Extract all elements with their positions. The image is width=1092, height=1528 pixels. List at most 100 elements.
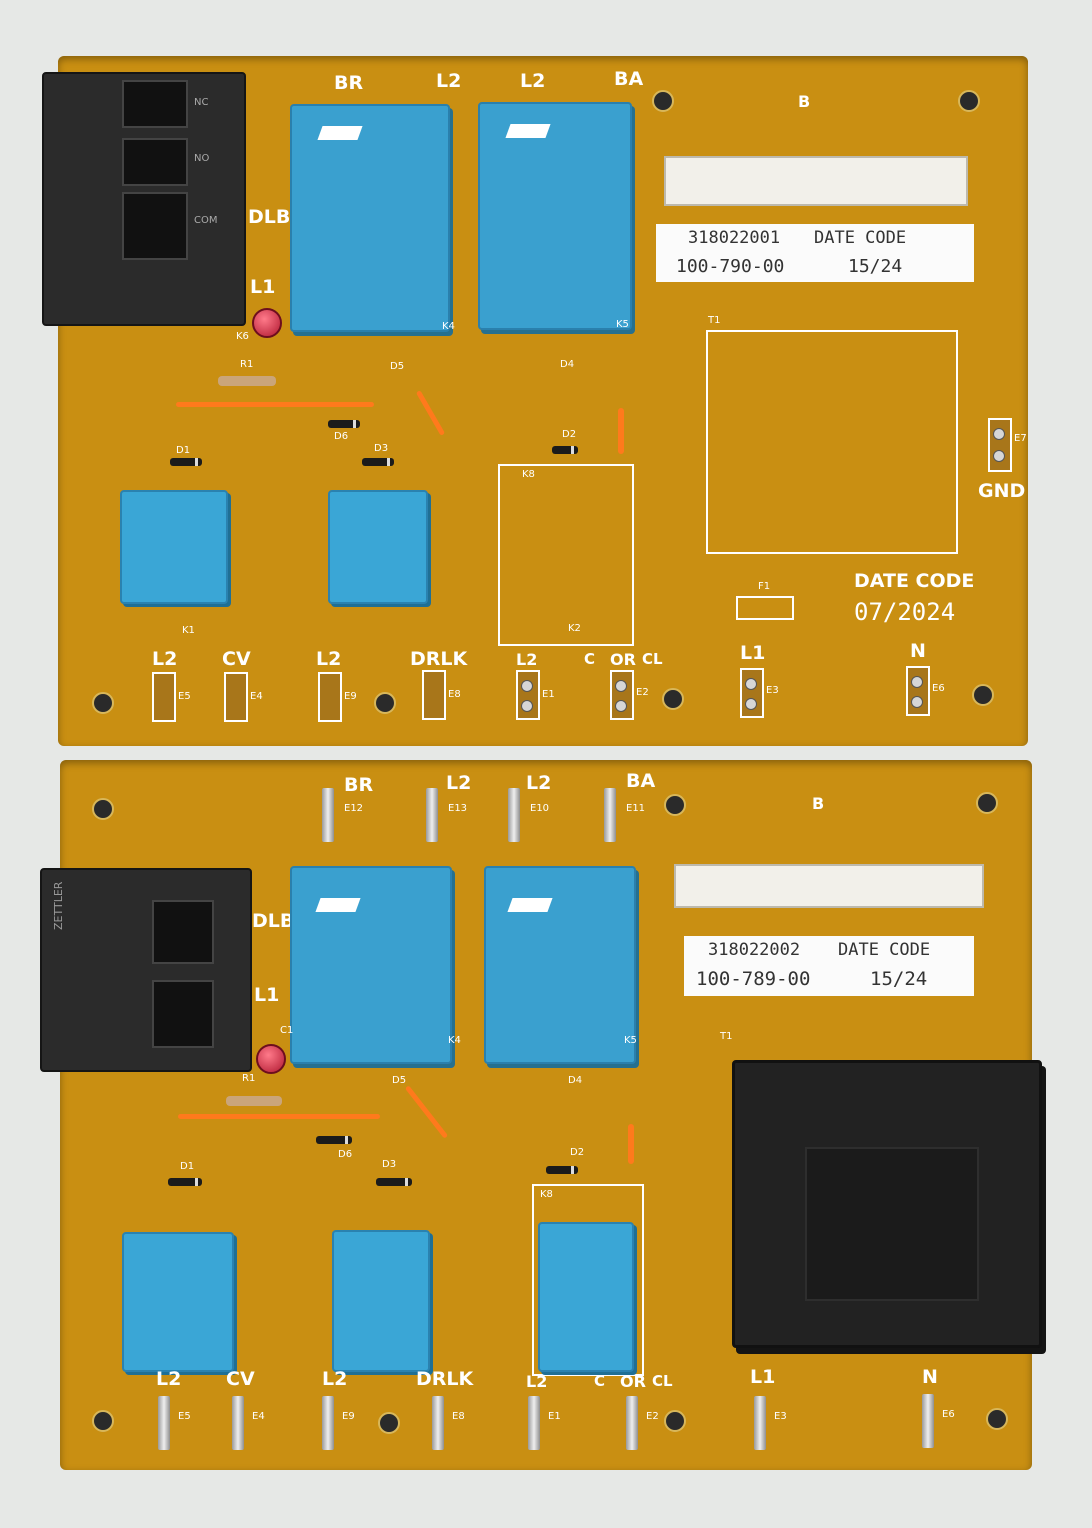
pin-header-connector (674, 864, 984, 908)
terminal-e1 (516, 670, 540, 720)
ref-e4: E4 (250, 691, 263, 702)
diode-d1 (170, 458, 202, 466)
terminal-label-c: C (594, 1372, 606, 1390)
terminal-label-l1: L1 (750, 1366, 776, 1388)
relay-k2 (538, 1222, 634, 1372)
terminal-label-l2: L2 (152, 648, 178, 670)
ref-d6: D6 (338, 1149, 353, 1160)
ref-k1: K1 (182, 625, 195, 636)
mounting-hole (662, 688, 684, 710)
ref-d5: D5 (392, 1075, 407, 1086)
terminal-label-cv: CV (226, 1368, 255, 1390)
relay-logo-icon (505, 124, 551, 138)
ref-k6: K6 (236, 331, 249, 342)
relay-footprint-k8 (532, 1184, 644, 1376)
sticker-date-code-label: DATE CODE (838, 940, 931, 960)
silk-dlb: DLB (252, 910, 295, 932)
ref-r1: R1 (240, 359, 254, 370)
capacitor-c1 (256, 1044, 286, 1074)
pcb-trace (628, 1124, 634, 1164)
terminal-label-l2: L2 (322, 1368, 348, 1390)
terminal-label-l2: L2 (526, 772, 552, 794)
terminal-label-drlk: DRLK (416, 1368, 474, 1390)
transformer-footprint-t1 (706, 330, 958, 554)
ref-e4: E4 (252, 1411, 265, 1422)
mounting-hole (92, 692, 114, 714)
silk-date-code-value: 07/2024 (854, 598, 956, 626)
pcb-board-bottom: BR L2 L2 BA E12 E13 E10 E11 ZETTLER DLB … (40, 760, 1042, 1470)
ref-e11: E11 (626, 803, 646, 814)
silk-dlb: DLB (248, 206, 291, 228)
terminal-label-cl: CL (652, 1372, 673, 1390)
relay-k5 (484, 866, 636, 1064)
ref-e13: E13 (448, 803, 468, 814)
ref-d1: D1 (176, 445, 191, 456)
terminal-label-l2: L2 (436, 70, 462, 92)
ref-e8: E8 (452, 1411, 465, 1422)
terminal-e8 (422, 670, 446, 720)
ref-e1: E1 (542, 689, 555, 700)
spade-terminal-e6 (922, 1394, 934, 1448)
terminal-label-l2: L2 (520, 70, 546, 92)
sticker-date: 15/24 (848, 256, 903, 277)
ref-d4: D4 (560, 359, 575, 370)
mounting-hole (958, 90, 980, 112)
ref-d2: D2 (562, 429, 577, 440)
sticker-date: 15/24 (870, 968, 928, 990)
ref-e10: E10 (530, 803, 550, 814)
relay-terminal-nc (122, 80, 188, 128)
ref-d5: D5 (390, 361, 405, 372)
terminal-label-drlk: DRLK (410, 648, 468, 670)
terminal-label-n: N (922, 1366, 938, 1388)
spade-terminal-e11 (604, 788, 616, 842)
spade-terminal-e13 (426, 788, 438, 842)
diode-d2 (552, 446, 578, 454)
sticker-part-number: 318022002 (708, 940, 801, 960)
terminal-label-n: N (910, 640, 926, 662)
sticker-model-number: 100-789-00 (696, 968, 811, 990)
relay-k7 (332, 1230, 430, 1372)
terminal-e6 (906, 666, 930, 716)
ref-k8: K8 (540, 1189, 553, 1200)
terminal-e3 (740, 668, 764, 718)
relay-contact-label: NO (194, 153, 210, 164)
terminal-label-cv: CV (222, 648, 251, 670)
diode-d6 (316, 1136, 352, 1144)
ref-d3: D3 (374, 443, 389, 454)
diode-d2 (546, 1166, 578, 1174)
pin-header-connector (664, 156, 968, 206)
relay-terminal (152, 900, 214, 964)
black-power-relay: NC NO COM (42, 72, 246, 326)
terminal-label-or: OR (620, 1372, 646, 1391)
ref-k5: K5 (616, 319, 629, 330)
ref-k4: K4 (442, 321, 455, 332)
diode-d3 (362, 458, 394, 466)
mounting-hole (986, 1408, 1008, 1430)
ref-r1: R1 (242, 1073, 256, 1084)
terminal-e9 (318, 672, 342, 722)
spade-terminal-e5 (158, 1396, 170, 1450)
relay-k4 (290, 866, 452, 1064)
ref-d6: D6 (334, 431, 349, 442)
pcb-trace (178, 1114, 380, 1119)
relay-k5 (478, 102, 632, 330)
terminal-label-l2: L2 (446, 772, 472, 794)
terminal-e7 (988, 418, 1012, 472)
fuse-footprint-f1 (736, 596, 794, 620)
spade-terminal-e9 (322, 1396, 334, 1450)
ref-e9: E9 (344, 691, 357, 702)
ref-e3: E3 (774, 1411, 787, 1422)
relay-footprint-k2 (498, 464, 634, 646)
ref-e2: E2 (646, 1411, 659, 1422)
terminal-label-l2: L2 (316, 648, 342, 670)
diode-d6 (328, 420, 360, 428)
ref-e9: E9 (342, 1411, 355, 1422)
ref-e6: E6 (932, 683, 945, 694)
terminal-label-l1: L1 (740, 642, 766, 664)
terminal-label-l2: L2 (156, 1368, 182, 1390)
ref-d3: D3 (382, 1159, 397, 1170)
ref-k4: K4 (448, 1035, 461, 1046)
relay-contact-label: NC (194, 97, 209, 108)
ref-k5: K5 (624, 1035, 637, 1046)
resistor-r1 (226, 1096, 282, 1106)
